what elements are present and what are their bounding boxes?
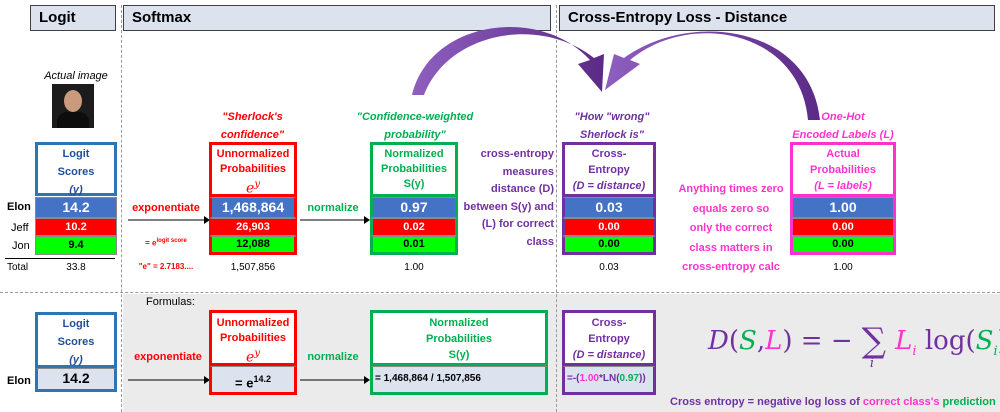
unnormalized-value-jon: 12,088 [209, 236, 297, 255]
divider-left [121, 5, 122, 412]
row-label-jon: Jon [12, 240, 30, 252]
exponentiate-label: exponentiate [132, 202, 200, 214]
header-logit: Logit [30, 5, 116, 31]
e-constant-note: "e" = 2.7183.... [138, 262, 194, 271]
normalized-value-elon: 0.97 [370, 197, 458, 218]
formula-cross-entropy-value: =-(1.00*LN(0.97)) [562, 366, 656, 395]
formula-normalize-label: normalize [307, 351, 359, 363]
header-cross-entropy: Cross-Entropy Loss - Distance [559, 5, 995, 31]
onehot-total: 1.00 [833, 262, 853, 273]
arc-arrow-left [412, 26, 604, 95]
logit-total: 33.8 [66, 262, 86, 273]
total-rule [5, 258, 115, 259]
onehot-value-jeff: 0.00 [790, 218, 896, 236]
cross-entropy-value-elon: 0.03 [562, 197, 656, 218]
formula-exponentiate-label: exponentiate [134, 351, 202, 363]
cross-entropy-caption: "How "wrong"Sherlock is" [574, 111, 650, 141]
formula-cross-entropy-box: Cross-Entropy(D = distance) [562, 310, 656, 366]
row-label-elon: Elon [7, 201, 31, 213]
normalized-value-jeff: 0.02 [370, 218, 458, 236]
divider-horizontal [0, 292, 1000, 293]
formula-normalized-value: = 1,468,864 / 1,507,856 [370, 366, 548, 395]
unnormalized-value-jeff: 26,903 [209, 218, 297, 236]
formula-row-label: Elon [7, 375, 31, 387]
actual-image-label: Actual image [44, 70, 108, 82]
cross-entropy-equation: D(S,L) = − ∑i Li log(Si) [708, 321, 1000, 371]
logit-value-jon: 9.4 [35, 236, 117, 255]
row-label-jeff: Jeff [11, 222, 29, 234]
header-softmax: Softmax [123, 5, 551, 31]
cross-entropy-value-jeff: 0.00 [562, 218, 656, 236]
row-label-total: Total [7, 262, 29, 273]
cross-entropy-total: 0.03 [599, 262, 619, 273]
onehot-value-jon: 0.00 [790, 236, 896, 255]
exp-formula-note: = elogit score [145, 238, 187, 248]
cross-entropy-box: Cross-Entropy(D = distance) [562, 142, 656, 197]
normalize-label: normalize [307, 202, 359, 214]
unnormalized-total: 1,507,856 [230, 262, 276, 273]
cross-entropy-value-jon: 0.00 [562, 236, 656, 255]
formula-unnormalized-value: = e14.2 [209, 366, 297, 395]
normalized-value-jon: 0.01 [370, 236, 458, 255]
normalized-total: 1.00 [404, 262, 424, 273]
divider-mid [556, 5, 557, 412]
formula-footer: Cross entropy = negative log loss of cor… [670, 396, 996, 408]
logit-value-elon: 14.2 [35, 197, 117, 218]
arc-arrow-right [605, 31, 820, 121]
formula-logit-value: 14.2 [35, 368, 117, 392]
unnormalized-value-elon: 1,468,864 [209, 197, 297, 218]
onehot-value-elon: 1.00 [790, 197, 896, 218]
formulas-label: Formulas: [146, 296, 195, 308]
person-photo [52, 84, 94, 128]
logit-value-jeff: 10.2 [35, 218, 117, 236]
